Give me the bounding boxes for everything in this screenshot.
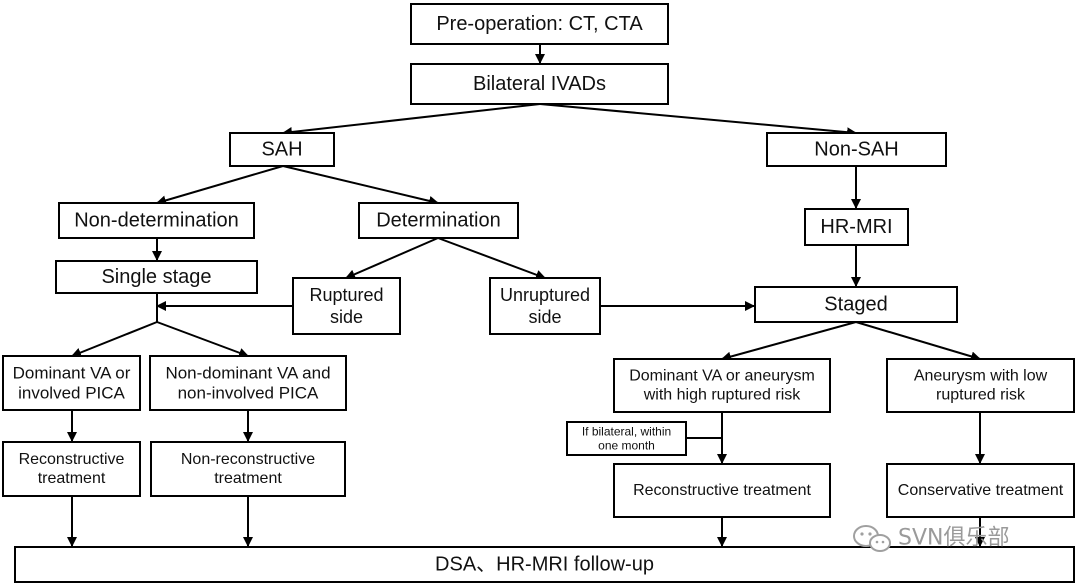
node-staged: Staged [754, 286, 958, 323]
connector [156, 321, 249, 358]
connector [855, 321, 981, 362]
node-label: with high ruptured risk [643, 387, 802, 404]
wechat-icon [853, 525, 891, 552]
node-box [489, 277, 601, 335]
node-label: Unruptured [500, 285, 590, 305]
node-nondominant: Non-dominant VA and non-involved PICA [149, 355, 347, 411]
connector [345, 237, 439, 279]
node-conservative: Conservative treatment [886, 463, 1075, 518]
node-box [150, 441, 346, 497]
node-box [754, 286, 958, 323]
node-box [566, 421, 687, 456]
node-label: side [330, 307, 363, 327]
node-box [149, 355, 347, 411]
node-label: involved PICA [18, 384, 125, 403]
node-label: Bilateral IVADs [473, 73, 606, 95]
node-recon1: Reconstructive treatment [2, 441, 141, 497]
node-label: If bilateral, within [582, 424, 671, 438]
connector [437, 237, 546, 280]
watermark: SVN俱乐部 [853, 525, 1009, 552]
watermark-text: SVN俱乐部 [898, 526, 1009, 551]
node-box [613, 358, 831, 413]
node-label: one month [598, 439, 655, 453]
node-label: Dominant VA or aneurysm [629, 367, 815, 384]
node-box [410, 3, 669, 45]
node-box [292, 277, 401, 335]
node-label: ruptured risk [936, 387, 1026, 404]
node-box [886, 358, 1075, 413]
node-sah: SAH [229, 132, 335, 167]
node-label: Conservative treatment [898, 482, 1064, 499]
node-label: Non-reconstructive [181, 451, 315, 468]
node-label: treatment [38, 470, 106, 487]
node-box [2, 355, 141, 411]
node-box [766, 132, 947, 167]
node-label: Reconstructive treatment [633, 482, 811, 499]
node-box [410, 63, 669, 105]
node-nonsah: Non-SAH [766, 132, 947, 167]
connectors [67, 44, 985, 547]
node-det: Determination [358, 202, 519, 239]
node-single: Single stage [55, 260, 258, 294]
node-box [804, 208, 909, 246]
connector [721, 321, 857, 362]
connector [156, 165, 284, 206]
node-box [55, 260, 258, 294]
connector [71, 321, 158, 358]
node-label: HR-MRI [820, 216, 892, 238]
node-label: SAH [261, 139, 302, 161]
node-label: Determination [376, 210, 501, 232]
node-hrmri: HR-MRI [804, 208, 909, 246]
node-box [2, 441, 141, 497]
node-dominant: Dominant VA or involved PICA [2, 355, 141, 411]
node-box [229, 132, 335, 167]
node-label: Pre-operation: CT, CTA [436, 13, 643, 35]
node-label: DSA、HR-MRI follow-up [435, 554, 654, 576]
node-lowrisk: Aneurysm with low ruptured risk [886, 358, 1075, 413]
connector [282, 103, 541, 137]
node-label: Reconstructive [19, 451, 125, 468]
node-preop: Pre-operation: CT, CTA [410, 3, 669, 45]
node-nondet: Non-determination [58, 202, 255, 239]
node-label: Dominant VA or [13, 363, 131, 382]
node-label: Non-dominant VA and [165, 363, 330, 382]
node-label: Single stage [101, 266, 211, 288]
node-box [358, 202, 519, 239]
connector [539, 103, 857, 138]
node-domhigh: Dominant VA or aneurysm with high rupture… [613, 358, 831, 413]
node-followup: DSA、HR-MRI follow-up [14, 546, 1075, 583]
node-box [14, 546, 1075, 583]
node-label: treatment [214, 470, 282, 487]
node-bilateral: Bilateral IVADs [410, 63, 669, 105]
node-label: Aneurysm with low [914, 367, 1048, 384]
node-recon2: Reconstructive treatment [613, 463, 831, 518]
connector [282, 165, 439, 206]
node-label: Non-SAH [814, 139, 898, 161]
node-label: Non-determination [74, 210, 239, 232]
node-box [58, 202, 255, 239]
node-label: Staged [824, 294, 887, 316]
node-label: side [528, 307, 561, 327]
node-box [613, 463, 831, 518]
node-nonrecon: Non-reconstructive treatment [150, 441, 346, 497]
nodes: Pre-operation: CT, CTA Bilateral IVADsSAH… [2, 3, 1075, 583]
node-label: non-involved PICA [178, 384, 319, 403]
node-label: Ruptured [309, 285, 383, 305]
node-box [886, 463, 1075, 518]
